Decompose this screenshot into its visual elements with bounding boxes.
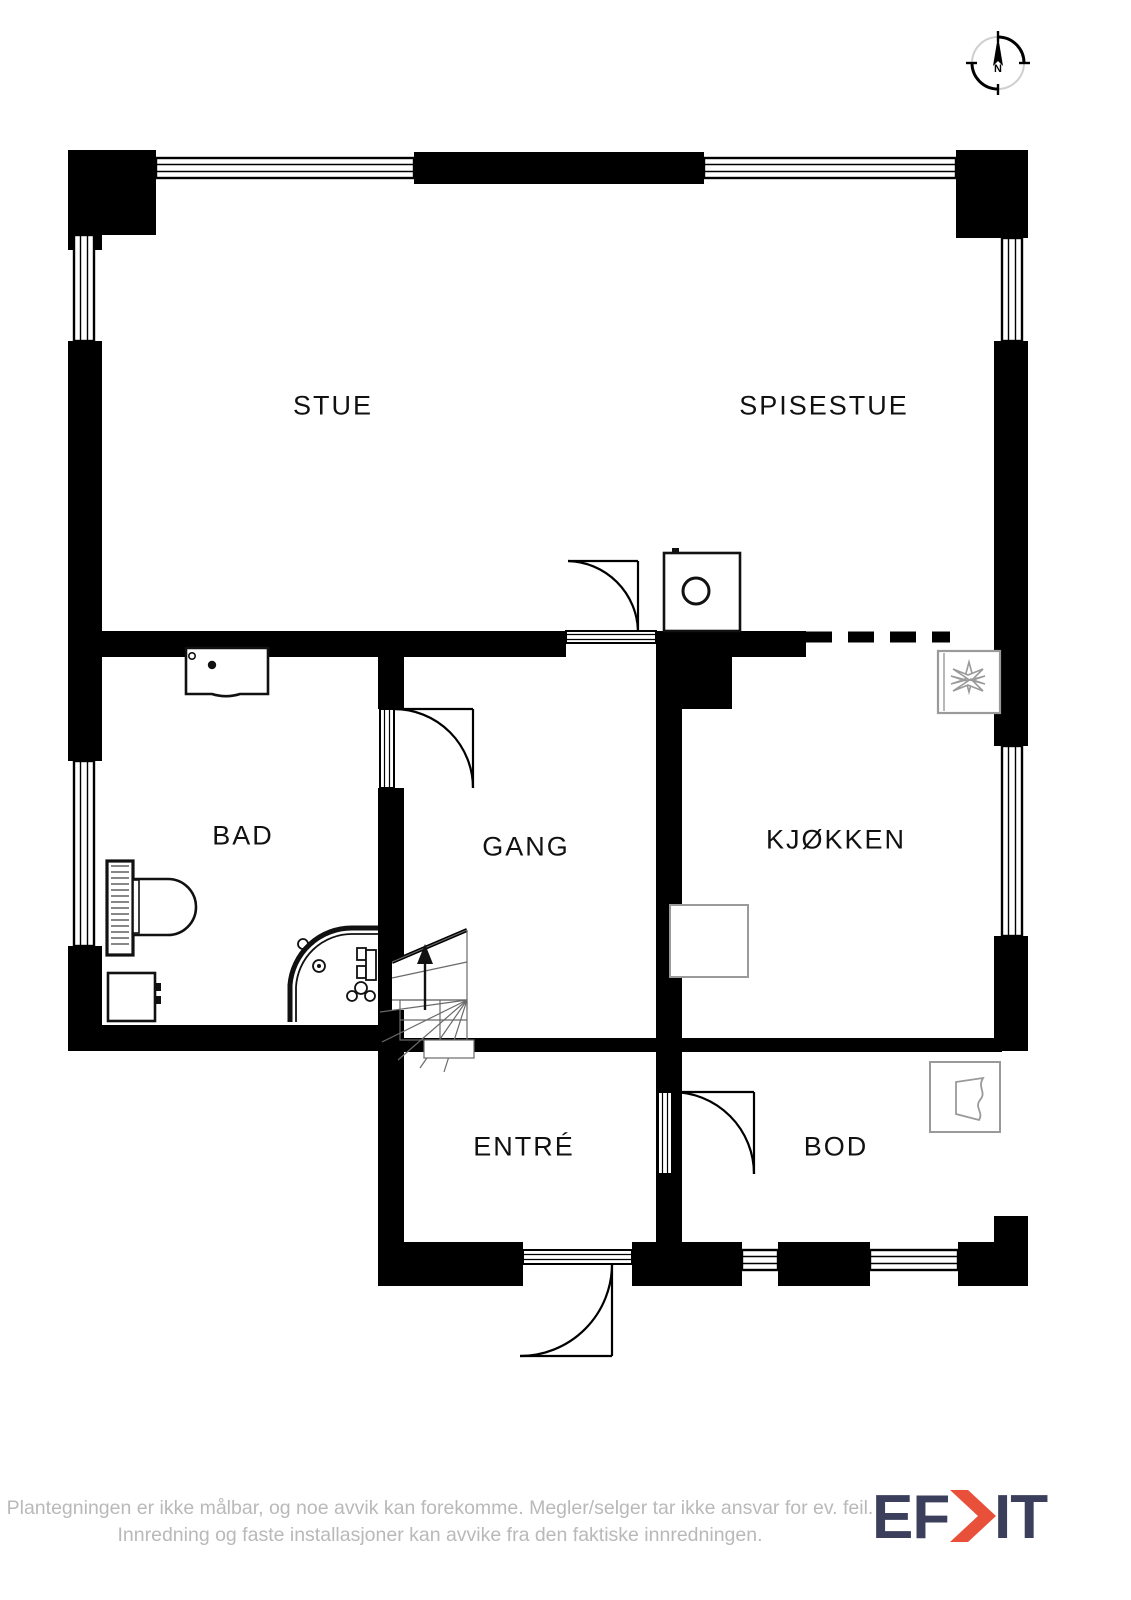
wall-mid-horizontal-left [68, 631, 566, 657]
door-bad [379, 707, 475, 789]
window-right-2 [1000, 744, 1024, 938]
bathroom-fixtures-group [105, 646, 378, 1023]
room-label-kjokken: KJØKKEN [765, 824, 907, 855]
room-label-spisestue: SPISESTUE [739, 390, 909, 421]
wall-kjokken-bod [656, 1038, 1002, 1052]
kitchen-counter-icon [669, 904, 749, 978]
bod-fixtures-group [929, 1061, 1001, 1133]
corner-shower-icon [287, 925, 378, 1022]
door-gang-top [565, 559, 657, 644]
window-left-1 [72, 233, 96, 343]
window-left-2 [72, 759, 96, 948]
door-bod [657, 1090, 756, 1175]
chevron-right-logo-mark [950, 1490, 996, 1542]
wall-top-left-stub [68, 150, 102, 250]
windows-group [72, 156, 1024, 1272]
wall-gang-entre-right [618, 1038, 658, 1052]
window-top-2 [702, 156, 958, 180]
room-label-stue: STUE [292, 390, 374, 421]
wall-top-mullion-1 [414, 152, 704, 184]
toilet-icon [105, 859, 198, 957]
logo-text-right: IT [994, 1483, 1048, 1550]
room-label-gang: GANG [482, 831, 570, 862]
room-label-bad: BAD [212, 820, 274, 851]
logo-text-left: EF [872, 1483, 949, 1550]
wall-bad-bottom [68, 1025, 404, 1051]
window-right-1 [1000, 236, 1024, 343]
wall-right-kitchen-bottom [994, 936, 1028, 1051]
window-bottom-1 [740, 1248, 780, 1272]
wall-bottom-mid [632, 1242, 742, 1286]
wall-top-right-corner [956, 150, 1028, 238]
stove-burner-icon [936, 649, 1002, 715]
sink-cabinet-icon [106, 971, 161, 1023]
disclaimer-line-2: Innredning og faste installasjoner kan a… [117, 1524, 763, 1546]
doors-group [379, 559, 756, 1358]
compass-rose: N [963, 28, 1033, 98]
efkit-logo: EF IT [872, 1482, 1072, 1552]
window-top-1 [154, 156, 416, 180]
walls-group [68, 150, 1028, 1286]
disclaimer-footer: Plantegningen er ikke målbar, og noe avv… [0, 1495, 880, 1549]
door-front-entrance [519, 1249, 633, 1358]
wall-bottom-left [378, 1242, 523, 1286]
staircase-up-icon [379, 928, 475, 1073]
window-bottom-2 [868, 1248, 960, 1272]
stair-up-arrow [417, 944, 433, 1010]
room-label-bod: BOD [803, 1131, 869, 1162]
wall-right-upper [994, 341, 1028, 631]
wall-bottom-seg2 [778, 1242, 870, 1286]
wall-left-upper [68, 341, 102, 631]
water-heater-icon [929, 1061, 1001, 1133]
kitchen-fixtures-group [662, 548, 1002, 978]
washbasin-icon [184, 646, 270, 698]
wall-bottom-right [958, 1242, 1028, 1286]
compass-north-label: N [994, 63, 1002, 75]
disclaimer-line-1: Plantegningen er ikke målbar, og noe avv… [6, 1497, 874, 1519]
wall-bad-gang-upper [378, 631, 404, 709]
room-label-entre: ENTRÉ [473, 1131, 575, 1162]
washing-machine-icon [662, 548, 742, 633]
wall-kitchen-left [656, 631, 682, 1046]
